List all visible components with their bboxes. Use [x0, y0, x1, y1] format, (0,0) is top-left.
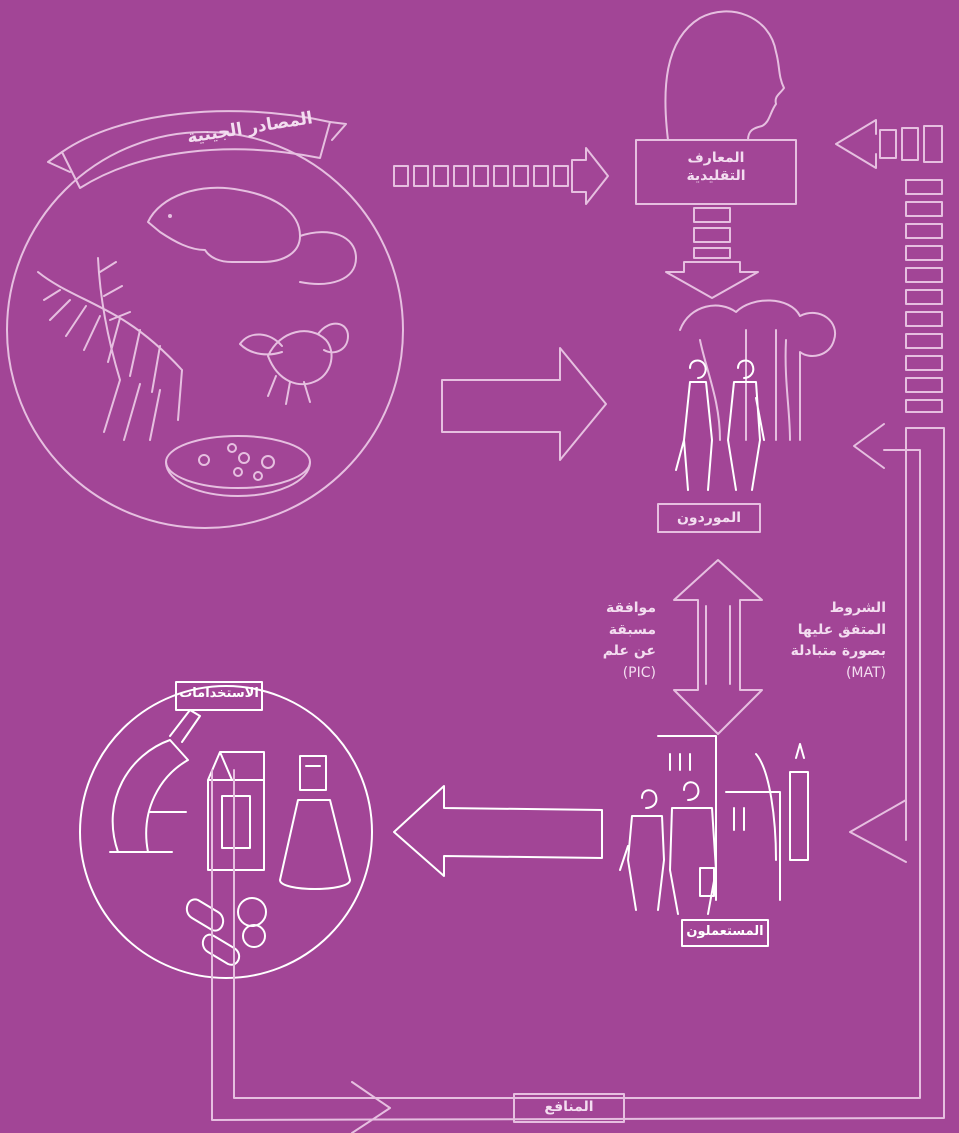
person-icon	[670, 782, 716, 914]
genetic-resources-group	[7, 111, 403, 528]
benefits-flow-arrow	[352, 1082, 390, 1133]
benefits-label: المنافع	[514, 1099, 624, 1117]
rat-icon	[148, 188, 356, 284]
mat-line: بصورة متبادلة	[760, 641, 886, 663]
arrow-to-providers	[442, 348, 606, 460]
pill-tablet-icon	[238, 898, 266, 926]
benefits-arrow-to-users	[850, 800, 906, 862]
microscope-icon	[110, 710, 200, 852]
uses-group	[80, 682, 372, 978]
double-arrow-pic-mat	[674, 560, 762, 734]
dashed-arrow-to-knowledge	[394, 148, 608, 204]
plant-leaves-icon	[38, 258, 182, 440]
providers-label: الموردون	[658, 510, 760, 528]
mat-line: المتفق عليها	[760, 620, 886, 642]
uses-circle	[80, 686, 372, 978]
uses-label: الاستخدامات	[176, 686, 262, 702]
providers-illustration	[676, 300, 835, 490]
pic-line: عن علم	[560, 641, 656, 663]
genetic-resources-circle	[7, 132, 403, 528]
users-illustration	[620, 736, 808, 914]
person-icon	[676, 361, 712, 490]
spray-bottle-icon	[280, 756, 350, 889]
dashed-arrow-to-providers	[666, 208, 758, 298]
dashed-loop-to-knowledge	[836, 120, 942, 412]
pic-text: موافقة مسبقة عن علم (PIC)	[560, 598, 656, 685]
benefits-loop	[212, 424, 944, 1133]
mat-line: الشروط	[760, 598, 886, 620]
benefits-arrow-to-providers	[854, 424, 884, 468]
pill-tablet-icon	[243, 925, 265, 947]
carton-icon	[208, 752, 264, 870]
petri-dish-icon	[166, 436, 310, 488]
pic-line: موافقة	[560, 598, 656, 620]
traditional-knowledge-line: المعارف	[636, 150, 796, 168]
users-label: المستعملون	[682, 924, 768, 940]
arrow-to-uses	[394, 786, 602, 876]
person-icon	[620, 790, 664, 910]
mat-text: الشروط المتفق عليها بصورة متبادلة (MAT)	[760, 598, 886, 685]
mat-abbr: (MAT)	[760, 663, 886, 685]
pic-abbr: (PIC)	[560, 663, 656, 685]
traditional-knowledge-label: المعارف التقليدية	[636, 150, 796, 185]
bee-icon	[240, 324, 348, 404]
traditional-knowledge-line: التقليدية	[636, 168, 796, 186]
pic-line: مسبقة	[560, 620, 656, 642]
tree-icon	[680, 300, 835, 440]
building-icon	[658, 736, 808, 900]
head-silhouette-icon	[665, 11, 784, 140]
